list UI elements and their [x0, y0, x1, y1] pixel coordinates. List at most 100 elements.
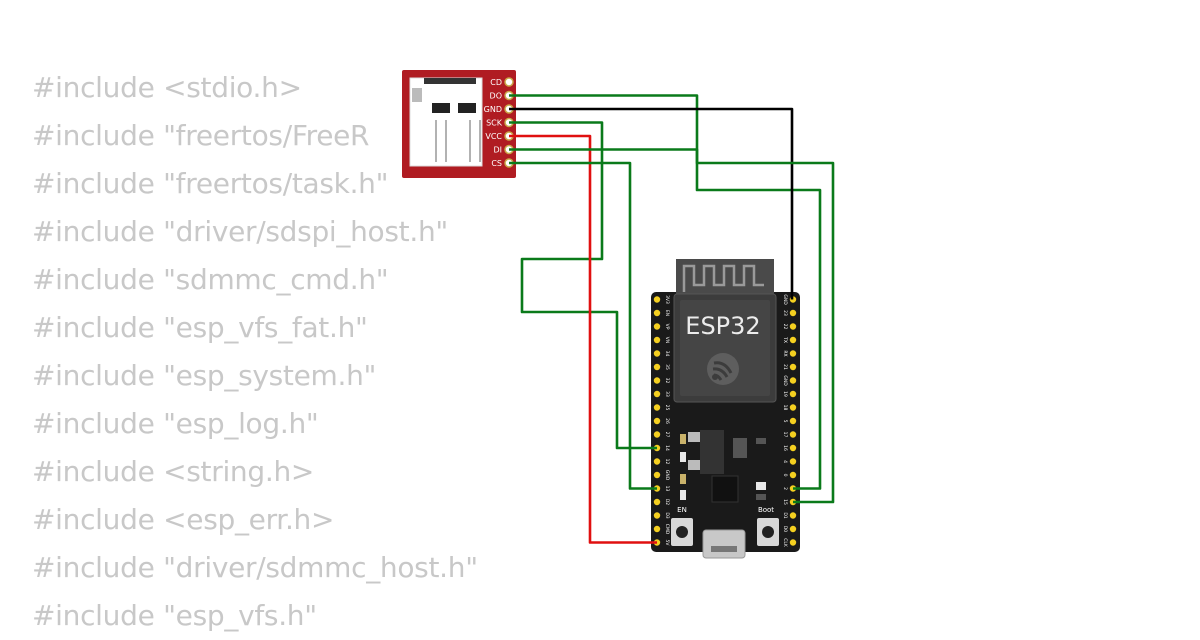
- wire-do[interactable]: [509, 94, 822, 490]
- esp-right-pin-18[interactable]: [789, 404, 797, 411]
- esp-left-pin-label: EN: [664, 310, 670, 316]
- esp-left-pin-label: 35: [664, 364, 670, 370]
- esp32-label: ESP32: [685, 312, 760, 340]
- boot-label: Boot: [758, 506, 774, 514]
- esp-right-pin-label: 17: [782, 432, 788, 438]
- code-editor-lines: #include <stdio.h>#include "freertos/Fre…: [32, 64, 478, 640]
- usb-uart-chip: [711, 475, 739, 503]
- esp-right-pin-d1[interactable]: [789, 512, 797, 519]
- voltage-regulator: [700, 430, 724, 474]
- wire-sck[interactable]: [509, 121, 657, 450]
- code-line: #include "esp_log.h": [32, 407, 319, 440]
- chip-small: [733, 438, 747, 458]
- code-line: #include "driver/sdspi_host.h": [32, 215, 448, 248]
- sd-slot-window-right: [458, 103, 476, 113]
- esp-right-pin-label: GND: [782, 294, 788, 305]
- en-button-cap[interactable]: [676, 526, 688, 538]
- esp-left-pin-label: 14: [664, 445, 670, 451]
- esp-right-pin-tx[interactable]: [789, 336, 797, 344]
- esp-right-pin-5[interactable]: [789, 417, 797, 425]
- smd-component-4: [680, 490, 686, 500]
- esp-left-pin-25[interactable]: [653, 404, 661, 411]
- esp-right-pin-d0[interactable]: [789, 525, 797, 533]
- code-line: #include "esp_system.h": [32, 359, 377, 392]
- esp-right-pin-label: 19: [782, 391, 788, 397]
- esp-right-pin-17[interactable]: [789, 431, 797, 438]
- esp-left-pin-label: 32: [664, 378, 670, 384]
- esp-left-pin-3v3[interactable]: [653, 296, 661, 303]
- esp-left-pin-label: VP: [664, 324, 670, 330]
- esp-right-pin-label: 2: [782, 487, 788, 490]
- wire-vcc[interactable]: [509, 134, 657, 544]
- esp-left-pin-gnd[interactable]: [653, 471, 661, 479]
- esp-right-pin-19[interactable]: [789, 390, 797, 398]
- esp-left-pin-33[interactable]: [653, 390, 661, 398]
- esp-left-pin-label: VN: [664, 337, 670, 343]
- smd-component-1: [680, 434, 686, 444]
- esp-right-pin-label: 18: [782, 405, 788, 411]
- esp-right-pin-gnd[interactable]: [789, 377, 797, 384]
- esp-left-pin-32[interactable]: [653, 377, 661, 384]
- esp-right-pin-label: TX: [782, 336, 788, 343]
- esp-left-pin-27[interactable]: [653, 431, 661, 438]
- sd-pin-label-vcc: VCC: [485, 132, 502, 141]
- smd-component-7: [756, 494, 766, 500]
- antenna-trace-icon: [682, 264, 764, 292]
- sd-pin-label-gnd: GND: [484, 105, 502, 114]
- esp-right-pin-21[interactable]: [789, 363, 797, 371]
- esp32-shield: [680, 300, 770, 396]
- esp-right-pin-22[interactable]: [789, 323, 797, 330]
- sd-pin-label-di: DI: [493, 146, 502, 155]
- esp-left-pin-vp[interactable]: [653, 323, 661, 330]
- esp-right-pin-label: 16: [782, 445, 788, 451]
- esp-left-pin-label: 12: [664, 459, 670, 465]
- sd-slot-latch: [412, 88, 422, 102]
- code-line: #include "freertos/task.h": [32, 167, 389, 200]
- esp-right-pin-rx[interactable]: [789, 350, 797, 357]
- micro-usb-port[interactable]: [702, 529, 746, 559]
- sd-pin-label-cd: CD: [490, 78, 502, 87]
- esp-right-pin-label: 22: [782, 324, 788, 330]
- sd-slot-rails: [435, 120, 481, 162]
- esp-left-pin-label: 3V3: [664, 295, 670, 304]
- esp32-devkit[interactable]: ESP32 EN Boot 3V3ENVPVN34353233252627141…: [651, 259, 800, 559]
- wire-di[interactable]: [509, 148, 835, 504]
- esp32-pin-headers: 3V3ENVPVN343532332526271412GND13D2D3CMD5…: [653, 294, 797, 548]
- esp-left-pin-d3[interactable]: [653, 512, 661, 519]
- esp-right-pin-label: 4: [782, 460, 788, 463]
- esp-right-pin-16[interactable]: [789, 444, 797, 452]
- esp-left-pin-label: 33: [664, 391, 670, 397]
- sd-pin-label-sck: SCK: [486, 119, 503, 128]
- smd-component-5: [756, 438, 766, 444]
- esp-left-pin-label: 34: [664, 351, 670, 357]
- sd-slot-window-left: [432, 103, 450, 113]
- esp-left-pin-34[interactable]: [653, 350, 661, 357]
- esp-left-pin-label: 13: [664, 486, 670, 492]
- espressif-logo-icon: [707, 353, 739, 385]
- esp-right-pin-clk[interactable]: [789, 539, 797, 546]
- sd-pin-cd[interactable]: [504, 77, 514, 87]
- esp-left-pin-vn[interactable]: [653, 336, 661, 344]
- smd-component-2: [680, 452, 686, 462]
- esp-right-pin-0[interactable]: [789, 471, 797, 479]
- esp-left-pin-cmd[interactable]: [653, 525, 661, 533]
- esp-right-pin-label: GND: [782, 375, 788, 386]
- esp-left-pin-label: 27: [664, 432, 670, 438]
- wire-gnd[interactable]: [509, 107, 794, 300]
- micro-usb-opening: [711, 546, 737, 552]
- esp-right-pin-label: RX: [782, 350, 788, 356]
- esp-left-pin-label: D3: [664, 512, 670, 518]
- esp-right-pin-label: CLK: [782, 538, 788, 548]
- esp-left-pin-d2[interactable]: [653, 498, 661, 506]
- esp-left-pin-en[interactable]: [653, 309, 661, 317]
- esp-right-pin-4[interactable]: [789, 458, 797, 465]
- esp-left-pin-35[interactable]: [653, 363, 661, 371]
- esp-right-pin-23[interactable]: [789, 309, 797, 317]
- wire-cs[interactable]: [509, 161, 657, 490]
- esp-left-pin-12[interactable]: [653, 458, 661, 465]
- sd-pin-label-cs: CS: [491, 159, 502, 168]
- boot-button-cap[interactable]: [762, 526, 774, 538]
- esp-left-pin-26[interactable]: [653, 417, 661, 425]
